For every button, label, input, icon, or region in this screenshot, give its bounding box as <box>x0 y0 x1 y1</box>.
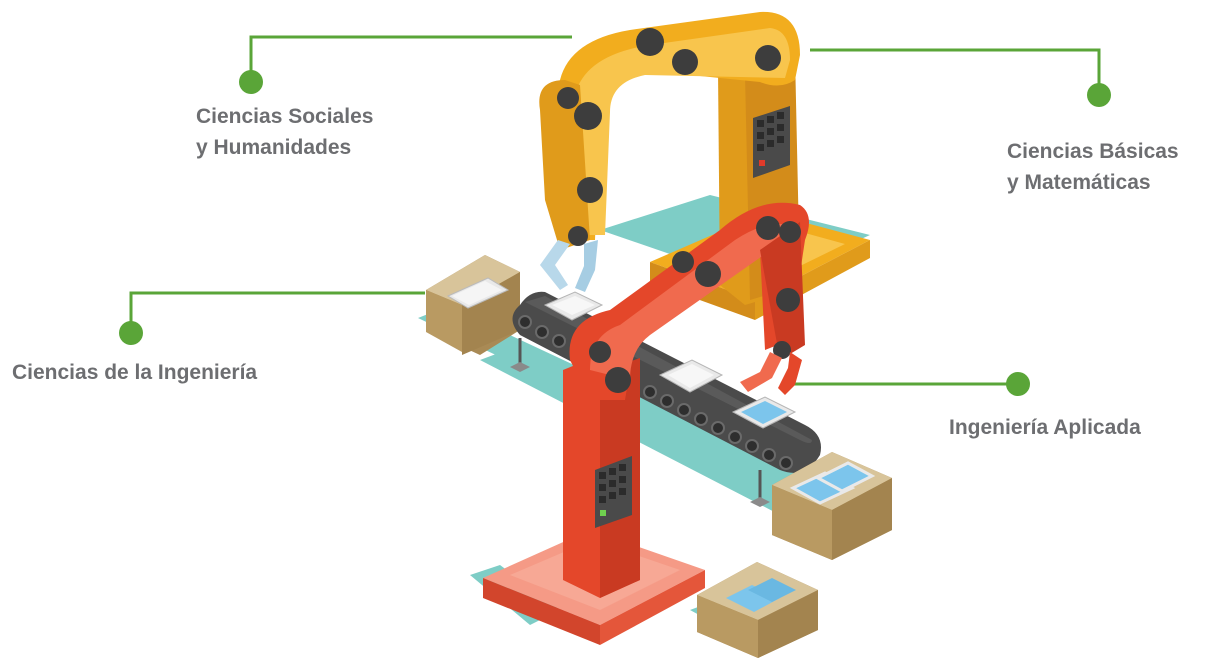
cardboard-box-bottom <box>697 562 818 658</box>
label-social-sciences: Ciencias Sociales y Humanidades <box>196 101 373 163</box>
label-basic-line2: y Matemáticas <box>1007 171 1151 194</box>
connector-lines <box>129 35 1101 386</box>
connector-social <box>249 35 572 82</box>
label-applied-engineering: Ingeniería Aplicada <box>949 412 1141 443</box>
label-social-line2: y Humanidades <box>196 136 352 159</box>
label-social-line1: Ciencias Sociales <box>196 105 374 128</box>
red-keypad <box>595 456 632 528</box>
dot-applied <box>1006 372 1030 396</box>
tablet-on-belt-2 <box>658 359 724 393</box>
label-engineering-sciences: Ciencias de la Ingeniería <box>12 357 257 388</box>
dot-engineering <box>119 321 143 345</box>
yellow-keypad <box>753 106 790 178</box>
label-applied-line1: Ingeniería Aplicada <box>949 416 1141 439</box>
connector-dots <box>119 70 1111 396</box>
dot-basic <box>1087 83 1111 107</box>
dot-social <box>239 70 263 94</box>
tablet-icon <box>446 277 510 309</box>
belt-rollers <box>518 315 793 470</box>
tablet-icon <box>726 578 796 612</box>
connector-basic <box>810 48 1101 94</box>
label-basic-sciences: Ciencias Básicas y Matemáticas <box>1007 136 1179 198</box>
cardboard-box-left <box>426 255 520 355</box>
connector-engineering <box>129 291 425 333</box>
tablet-on-belt-1 <box>543 291 604 321</box>
red-gripper <box>740 352 802 395</box>
red-robot-arm <box>563 202 809 598</box>
yellow-gripper <box>540 240 598 292</box>
tablet-icon <box>789 461 876 505</box>
label-basic-line1: Ciencias Básicas <box>1007 140 1179 163</box>
cardboard-box-right <box>772 452 892 560</box>
label-engineering-line1: Ciencias de la Ingeniería <box>12 361 258 384</box>
tablet-on-belt-3 <box>731 396 797 429</box>
